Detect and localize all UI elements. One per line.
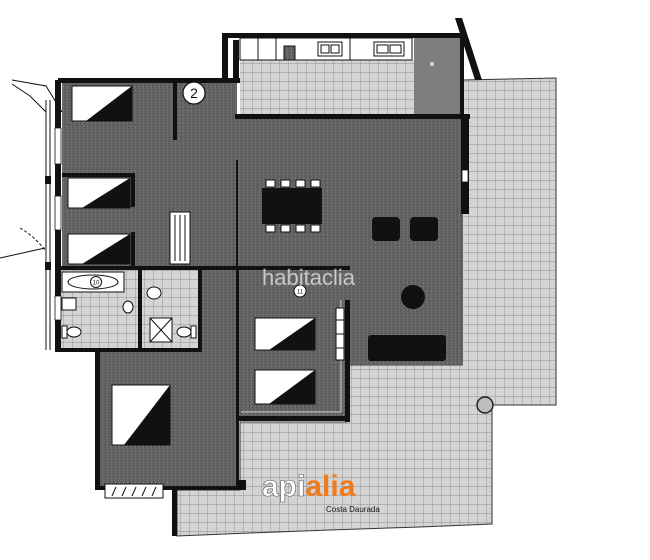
cooktop [317, 41, 343, 57]
pantry [414, 38, 462, 116]
wall [95, 350, 100, 490]
logo-part2: alia [305, 470, 355, 503]
room-marker-10: 10 [90, 276, 102, 288]
kitchen-floor [240, 60, 415, 116]
window [54, 195, 62, 231]
wall [55, 266, 239, 270]
wall [345, 300, 350, 422]
chair [265, 179, 276, 188]
dining-table [262, 188, 322, 224]
washbasin [61, 297, 77, 311]
wardrobe [169, 211, 191, 265]
chair [280, 179, 291, 188]
bed [67, 233, 131, 265]
bed [71, 85, 133, 122]
window [461, 169, 469, 183]
watermark-text: habitaclia [262, 265, 356, 290]
wall [222, 33, 462, 38]
level-marker-label: 2 [190, 85, 198, 101]
bed [254, 369, 316, 405]
washbasin [146, 286, 162, 300]
hallway-lower [200, 268, 237, 350]
kitchen [239, 37, 462, 116]
wall [235, 114, 470, 119]
wall [237, 266, 350, 270]
logo: apialia Costa Daurada [262, 470, 381, 514]
wall [138, 268, 142, 350]
wall [461, 114, 469, 214]
room-marker-11-label: 11 [297, 289, 304, 295]
kitchen-hatch-square [283, 45, 296, 61]
armchair [410, 217, 438, 241]
wall [222, 33, 228, 81]
toilet [176, 325, 197, 339]
chair [280, 224, 291, 233]
wall [97, 486, 245, 490]
wall [233, 40, 239, 80]
level-marker: 2 [182, 81, 206, 105]
wall [237, 416, 350, 421]
sofa [368, 335, 446, 361]
bed [111, 384, 171, 446]
bathrooms: 10 [55, 268, 200, 350]
dining-set [262, 179, 322, 233]
wall [62, 173, 135, 177]
wall [173, 80, 177, 140]
armchair [372, 217, 400, 241]
chair [295, 179, 306, 188]
kitchen-sink [373, 41, 405, 57]
wall [131, 175, 135, 207]
room-marker-10-label: 10 [93, 280, 100, 286]
toilet [61, 325, 82, 339]
window [54, 295, 62, 321]
svg-text:apialia: apialia [262, 470, 356, 503]
bed [254, 317, 316, 351]
exterior-left [0, 79, 63, 350]
chair [265, 224, 276, 233]
wall [455, 18, 482, 80]
bed [67, 177, 131, 209]
wall [198, 268, 202, 352]
logo-part1: api [262, 470, 305, 503]
chair [295, 224, 306, 233]
shower [149, 317, 173, 343]
wall [131, 232, 135, 268]
washbasin [122, 300, 134, 314]
wall [236, 160, 238, 270]
wardrobe [104, 483, 164, 499]
window [54, 127, 62, 165]
wall [172, 486, 177, 536]
wall [238, 480, 246, 490]
walls [54, 18, 482, 536]
room-marker-11: 11 [293, 284, 307, 298]
logo-tagline: Costa Daurada [326, 505, 380, 514]
wardrobe [335, 307, 345, 361]
pantry-marker [430, 62, 434, 66]
wall [236, 270, 239, 490]
round-table [401, 285, 425, 309]
wall [58, 78, 240, 83]
wall [460, 38, 464, 116]
chair [310, 224, 321, 233]
chair [310, 179, 321, 188]
terrace-column [476, 396, 494, 414]
wall [55, 348, 202, 352]
